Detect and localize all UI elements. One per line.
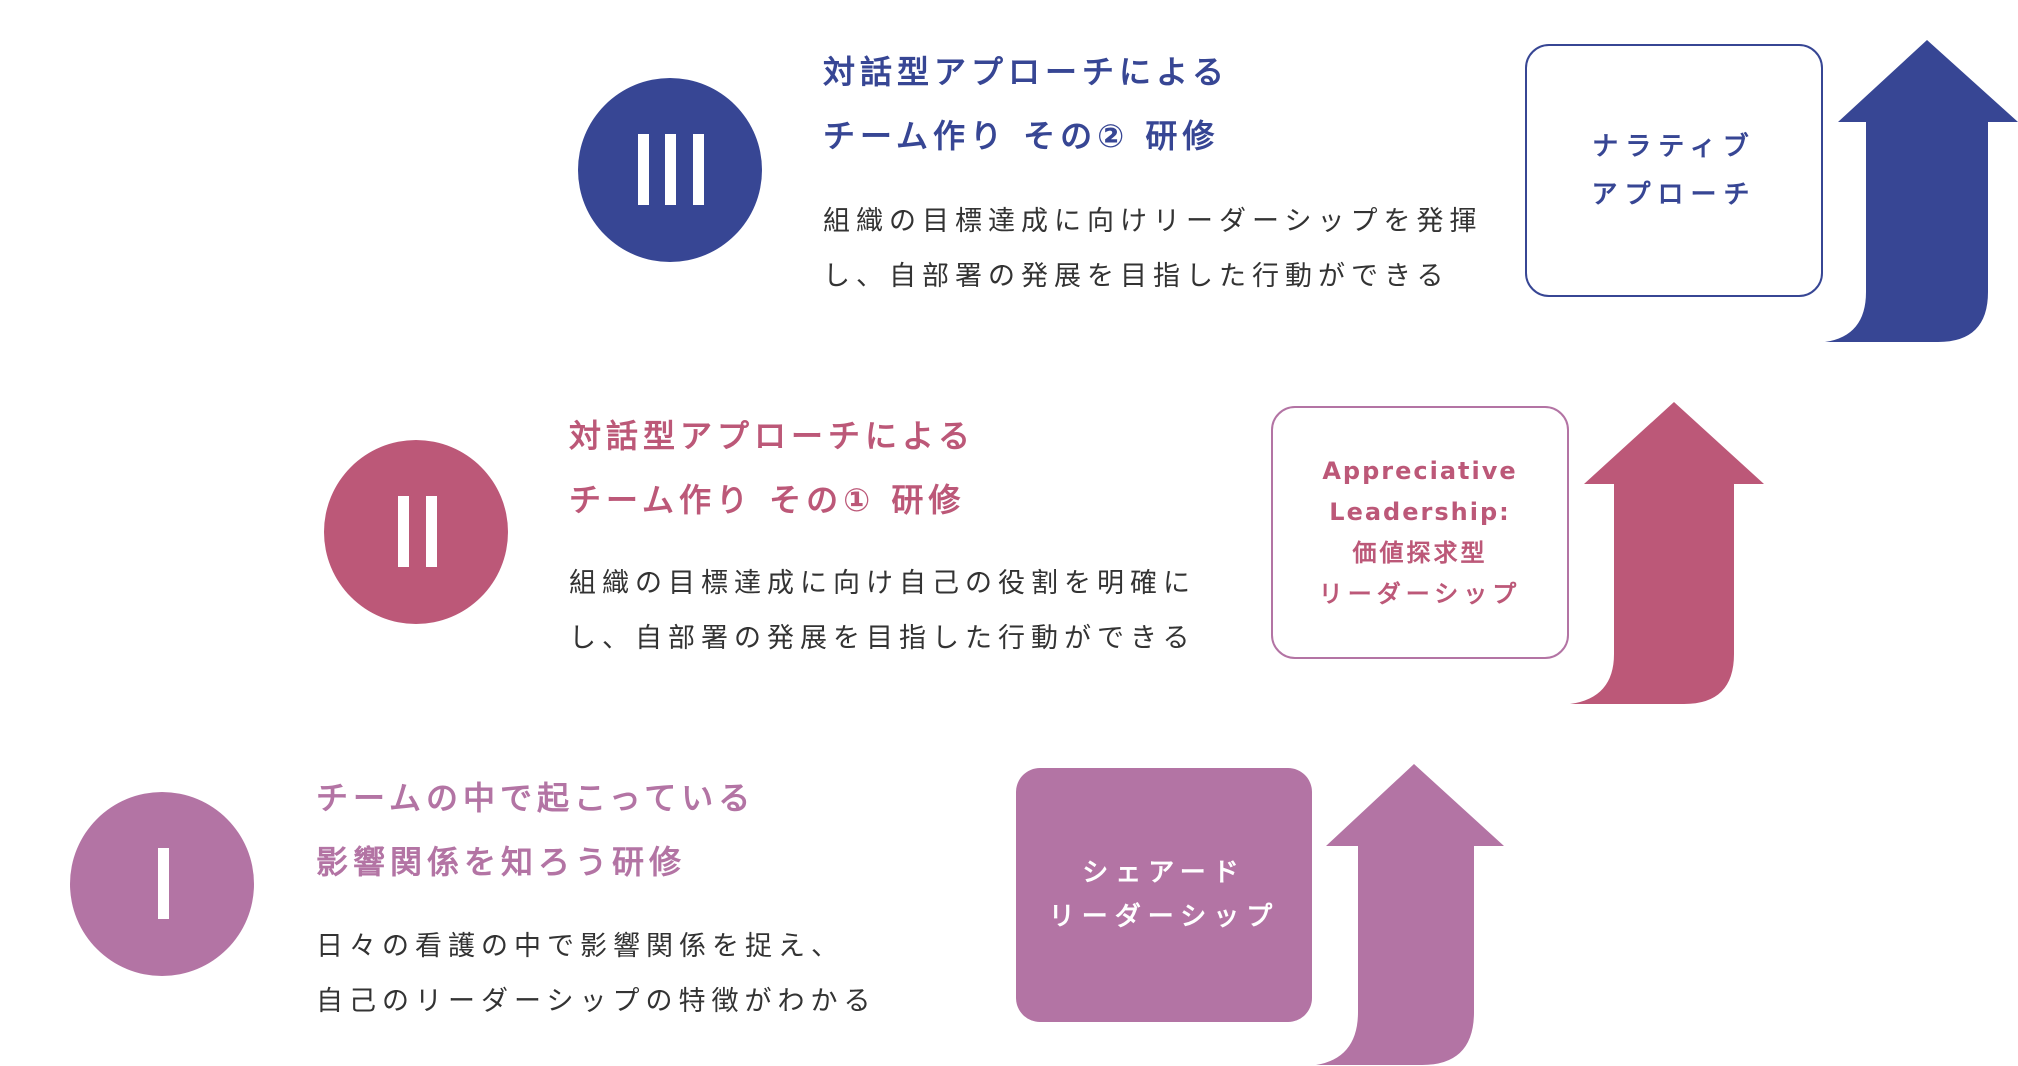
roman-numeral-bar — [158, 848, 169, 919]
roman-numeral-bar — [638, 134, 649, 205]
level-1-up-arrow-icon — [1316, 764, 1504, 1065]
title-line: 影響関係を知ろう研修 — [316, 843, 687, 881]
description-line: し、自部署の発展を目指した行動ができる — [569, 623, 1196, 654]
title-line: チームの中で起こっている — [316, 779, 756, 817]
level-1-method-box: シェアード リーダーシップ — [1016, 768, 1312, 1022]
level-1-numeral-circle — [70, 792, 254, 976]
box-line: リーダーシップ — [1048, 902, 1280, 932]
roman-numeral-bar — [426, 496, 437, 567]
description-line: 日々の看護の中で影響関係を捉え、 — [316, 931, 844, 962]
box-line: 価値探求型 — [1352, 538, 1488, 567]
level-3-numeral-circle — [578, 78, 762, 262]
title-line: チーム作り その② 研修 — [823, 117, 1220, 155]
box-line: ナラティブ — [1592, 131, 1756, 162]
roman-numeral-bar — [693, 134, 704, 205]
title-line: チーム作り その① 研修 — [569, 481, 966, 519]
level-1-title: チームの中で起こっている 影響関係を知ろう研修 — [316, 766, 755, 894]
box-line: リーダーシップ — [1318, 579, 1522, 608]
description-line: 組織の目標達成に向け自己の役割を明確に — [569, 568, 1196, 599]
title-line: 対話型アプローチによる — [569, 417, 976, 455]
box-line: シェアード — [1082, 858, 1246, 888]
level-3-method-box: ナラティブ アプローチ — [1525, 44, 1823, 297]
description-line: 組織の目標達成に向けリーダーシップを発揮 — [823, 206, 1483, 237]
box-line: Appreciative — [1322, 456, 1518, 485]
roman-numeral-bar — [665, 134, 676, 205]
level-2-numeral-circle — [324, 440, 508, 624]
level-2-title: 対話型アプローチによる チーム作り その① 研修 — [569, 404, 975, 532]
level-3-title: 対話型アプローチによる チーム作り その② 研修 — [823, 40, 1229, 168]
roman-numeral-bar — [398, 496, 409, 567]
level-3-up-arrow-icon — [1825, 40, 2018, 342]
level-3-description: 組織の目標達成に向けリーダーシップを発揮 し、自部署の発展を目指した行動ができる — [823, 194, 1482, 304]
box-line: Leadership: — [1329, 497, 1511, 526]
level-2-up-arrow-icon — [1570, 402, 1764, 704]
level-2-method-box: Appreciative Leadership: 価値探求型 リーダーシップ — [1271, 406, 1569, 659]
description-line: し、自部署の発展を目指した行動ができる — [823, 261, 1450, 292]
description-line: 自己のリーダーシップの特徴がわかる — [316, 986, 877, 1017]
level-2-description: 組織の目標達成に向け自己の役割を明確に し、自部署の発展を目指した行動ができる — [569, 556, 1196, 666]
title-line: 対話型アプローチによる — [823, 53, 1230, 91]
box-line: アプローチ — [1591, 179, 1757, 210]
level-1-description: 日々の看護の中で影響関係を捉え、 自己のリーダーシップの特徴がわかる — [316, 919, 876, 1029]
